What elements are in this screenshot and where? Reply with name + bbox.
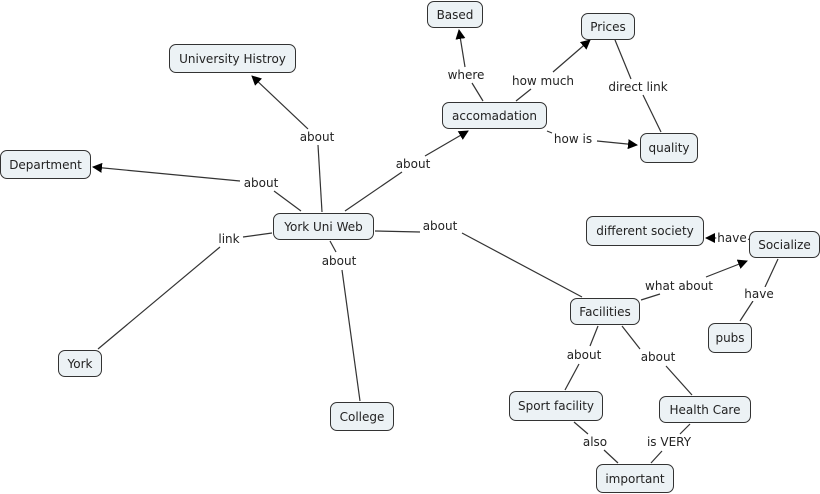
link-line [665, 365, 693, 396]
node-label: York Uni Web [284, 219, 363, 234]
concept-node-important[interactable]: important [596, 464, 674, 493]
concept-node-health-care[interactable]: Health Care [659, 396, 751, 423]
link-label-also[interactable]: also [581, 435, 609, 449]
concept-node-prices[interactable]: Prices [581, 13, 635, 40]
link-label-about-history[interactable]: about [298, 130, 336, 144]
link-label-about-department[interactable]: about [242, 176, 280, 190]
link-label-about-college[interactable]: about [320, 254, 358, 268]
link-line-arrow [92, 162, 241, 182]
node-label: College [339, 409, 385, 424]
node-label: Based [436, 7, 474, 22]
node-label: York [67, 356, 93, 371]
link-line-arrow [552, 39, 591, 73]
link-line [317, 144, 323, 213]
link-line [564, 363, 580, 391]
link-label-about-facilities[interactable]: about [421, 219, 459, 233]
link-label-how-is[interactable]: how is [552, 132, 594, 146]
concept-node-based[interactable]: Based [427, 1, 483, 28]
link-label-about-accomadation[interactable]: about [394, 157, 432, 171]
concept-node-facilities[interactable]: Facilities [570, 298, 640, 325]
link-line-arrow [424, 130, 469, 157]
link-label-is-very[interactable]: is VERY [645, 435, 693, 449]
node-label: quality [648, 141, 690, 155]
node-label: Facilities [579, 304, 631, 319]
link-label-what-about[interactable]: what about [644, 279, 714, 293]
node-label: Socialize [758, 237, 811, 252]
concept-node-different-society[interactable]: different society [586, 216, 704, 246]
link-line [621, 325, 641, 350]
link-line [614, 39, 632, 80]
node-label: Department [9, 157, 82, 172]
link-line [97, 246, 221, 350]
link-label-how-much[interactable]: how much [510, 74, 576, 88]
node-label: different society [596, 224, 694, 238]
node-label: pubs [715, 331, 745, 345]
link-label-about-sport[interactable]: about [565, 348, 603, 362]
node-label: Prices [590, 19, 626, 34]
link-line-arrow [251, 75, 309, 130]
node-label: Health Care [669, 402, 741, 417]
link-label-about-health[interactable]: about [639, 350, 677, 364]
node-label: important [605, 471, 665, 486]
link-label-link-york[interactable]: link [217, 232, 241, 246]
concept-node-accomadation[interactable]: accomadation [442, 102, 547, 129]
concept-node-york-uni-web[interactable]: York Uni Web [273, 213, 374, 240]
link-line [341, 269, 361, 402]
link-line-arrow [705, 259, 748, 278]
link-line [640, 293, 661, 301]
link-line-arrow [596, 139, 638, 150]
link-line [374, 230, 421, 233]
link-line [242, 232, 273, 238]
link-line [329, 240, 337, 253]
link-line [546, 130, 553, 134]
link-line [344, 171, 403, 212]
link-label-where[interactable]: where [446, 68, 486, 82]
concept-node-department[interactable]: Department [0, 150, 91, 179]
link-line [461, 232, 583, 298]
node-label: accomadation [452, 108, 537, 123]
concept-node-socialize[interactable]: Socialize [749, 231, 820, 258]
link-label-have-society[interactable]: have [716, 231, 748, 245]
link-line [739, 300, 754, 322]
link-line [515, 88, 532, 102]
concept-node-pubs[interactable]: pubs [708, 323, 752, 353]
link-line [603, 449, 619, 464]
concept-node-college[interactable]: College [330, 402, 394, 431]
link-label-direct-link[interactable]: direct link [607, 80, 669, 94]
link-label-have-pubs[interactable]: have [743, 287, 775, 301]
link-line [764, 258, 779, 288]
concept-node-york[interactable]: York [58, 350, 102, 377]
concept-node-quality[interactable]: quality [640, 133, 698, 163]
link-line [650, 450, 663, 464]
node-label: Sport facility [517, 399, 594, 413]
node-label: University Histroy [179, 51, 286, 66]
link-line [589, 325, 599, 347]
concept-node-sport-facility[interactable]: Sport facility [509, 391, 603, 421]
link-line [642, 94, 662, 133]
concept-node-university-history[interactable]: University Histroy [169, 44, 296, 73]
link-line [471, 82, 484, 102]
link-line [573, 421, 589, 435]
link-line-arrow [455, 29, 466, 68]
link-line [679, 423, 691, 435]
link-line [273, 190, 302, 212]
